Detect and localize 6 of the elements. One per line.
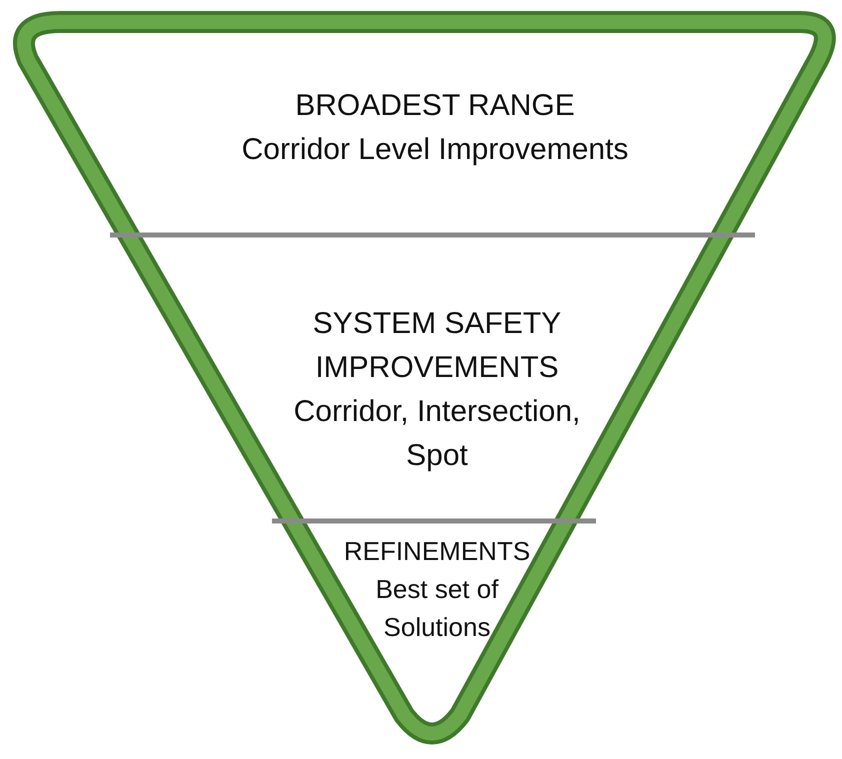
band-text: Corridor Level Improvements: [240, 132, 630, 168]
band-heading: SYSTEM SAFETY IMPROVEMENTS: [312, 306, 562, 386]
band-heading: REFINEMENTS: [342, 535, 532, 568]
band-text: Corridor, Intersection, Spot: [292, 394, 582, 474]
band-heading: BROADEST RANGE: [294, 88, 576, 124]
band-text: Best set of Solutions: [374, 573, 500, 644]
